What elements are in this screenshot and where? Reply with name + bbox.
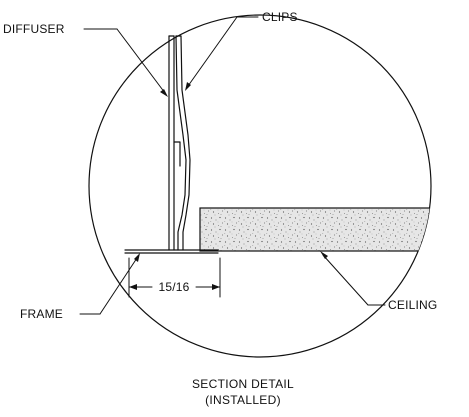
diffuser-leader <box>83 28 168 97</box>
clips-leader <box>185 16 259 91</box>
dimension-label: 15/16 <box>158 280 189 294</box>
frame-label: FRAME <box>20 307 63 321</box>
caption-title: SECTION DETAIL <box>192 377 294 391</box>
diffuser-label: DIFFUSER <box>3 22 65 36</box>
section-circle <box>88 14 432 358</box>
ceiling-tile <box>199 207 431 252</box>
frame-leader <box>79 253 140 315</box>
ceiling-label: CEILING <box>388 298 437 312</box>
caption-subtitle: (INSTALLED) <box>205 393 281 407</box>
clip-hook <box>173 141 181 167</box>
clips-label: CLIPS <box>262 10 298 24</box>
dimension-marker <box>128 257 221 298</box>
diffuser-blade <box>168 35 175 251</box>
ceiling-leader <box>320 251 386 306</box>
clip-spring <box>175 35 187 251</box>
clip-spring-outer <box>180 35 191 251</box>
frame-flange <box>124 249 219 254</box>
